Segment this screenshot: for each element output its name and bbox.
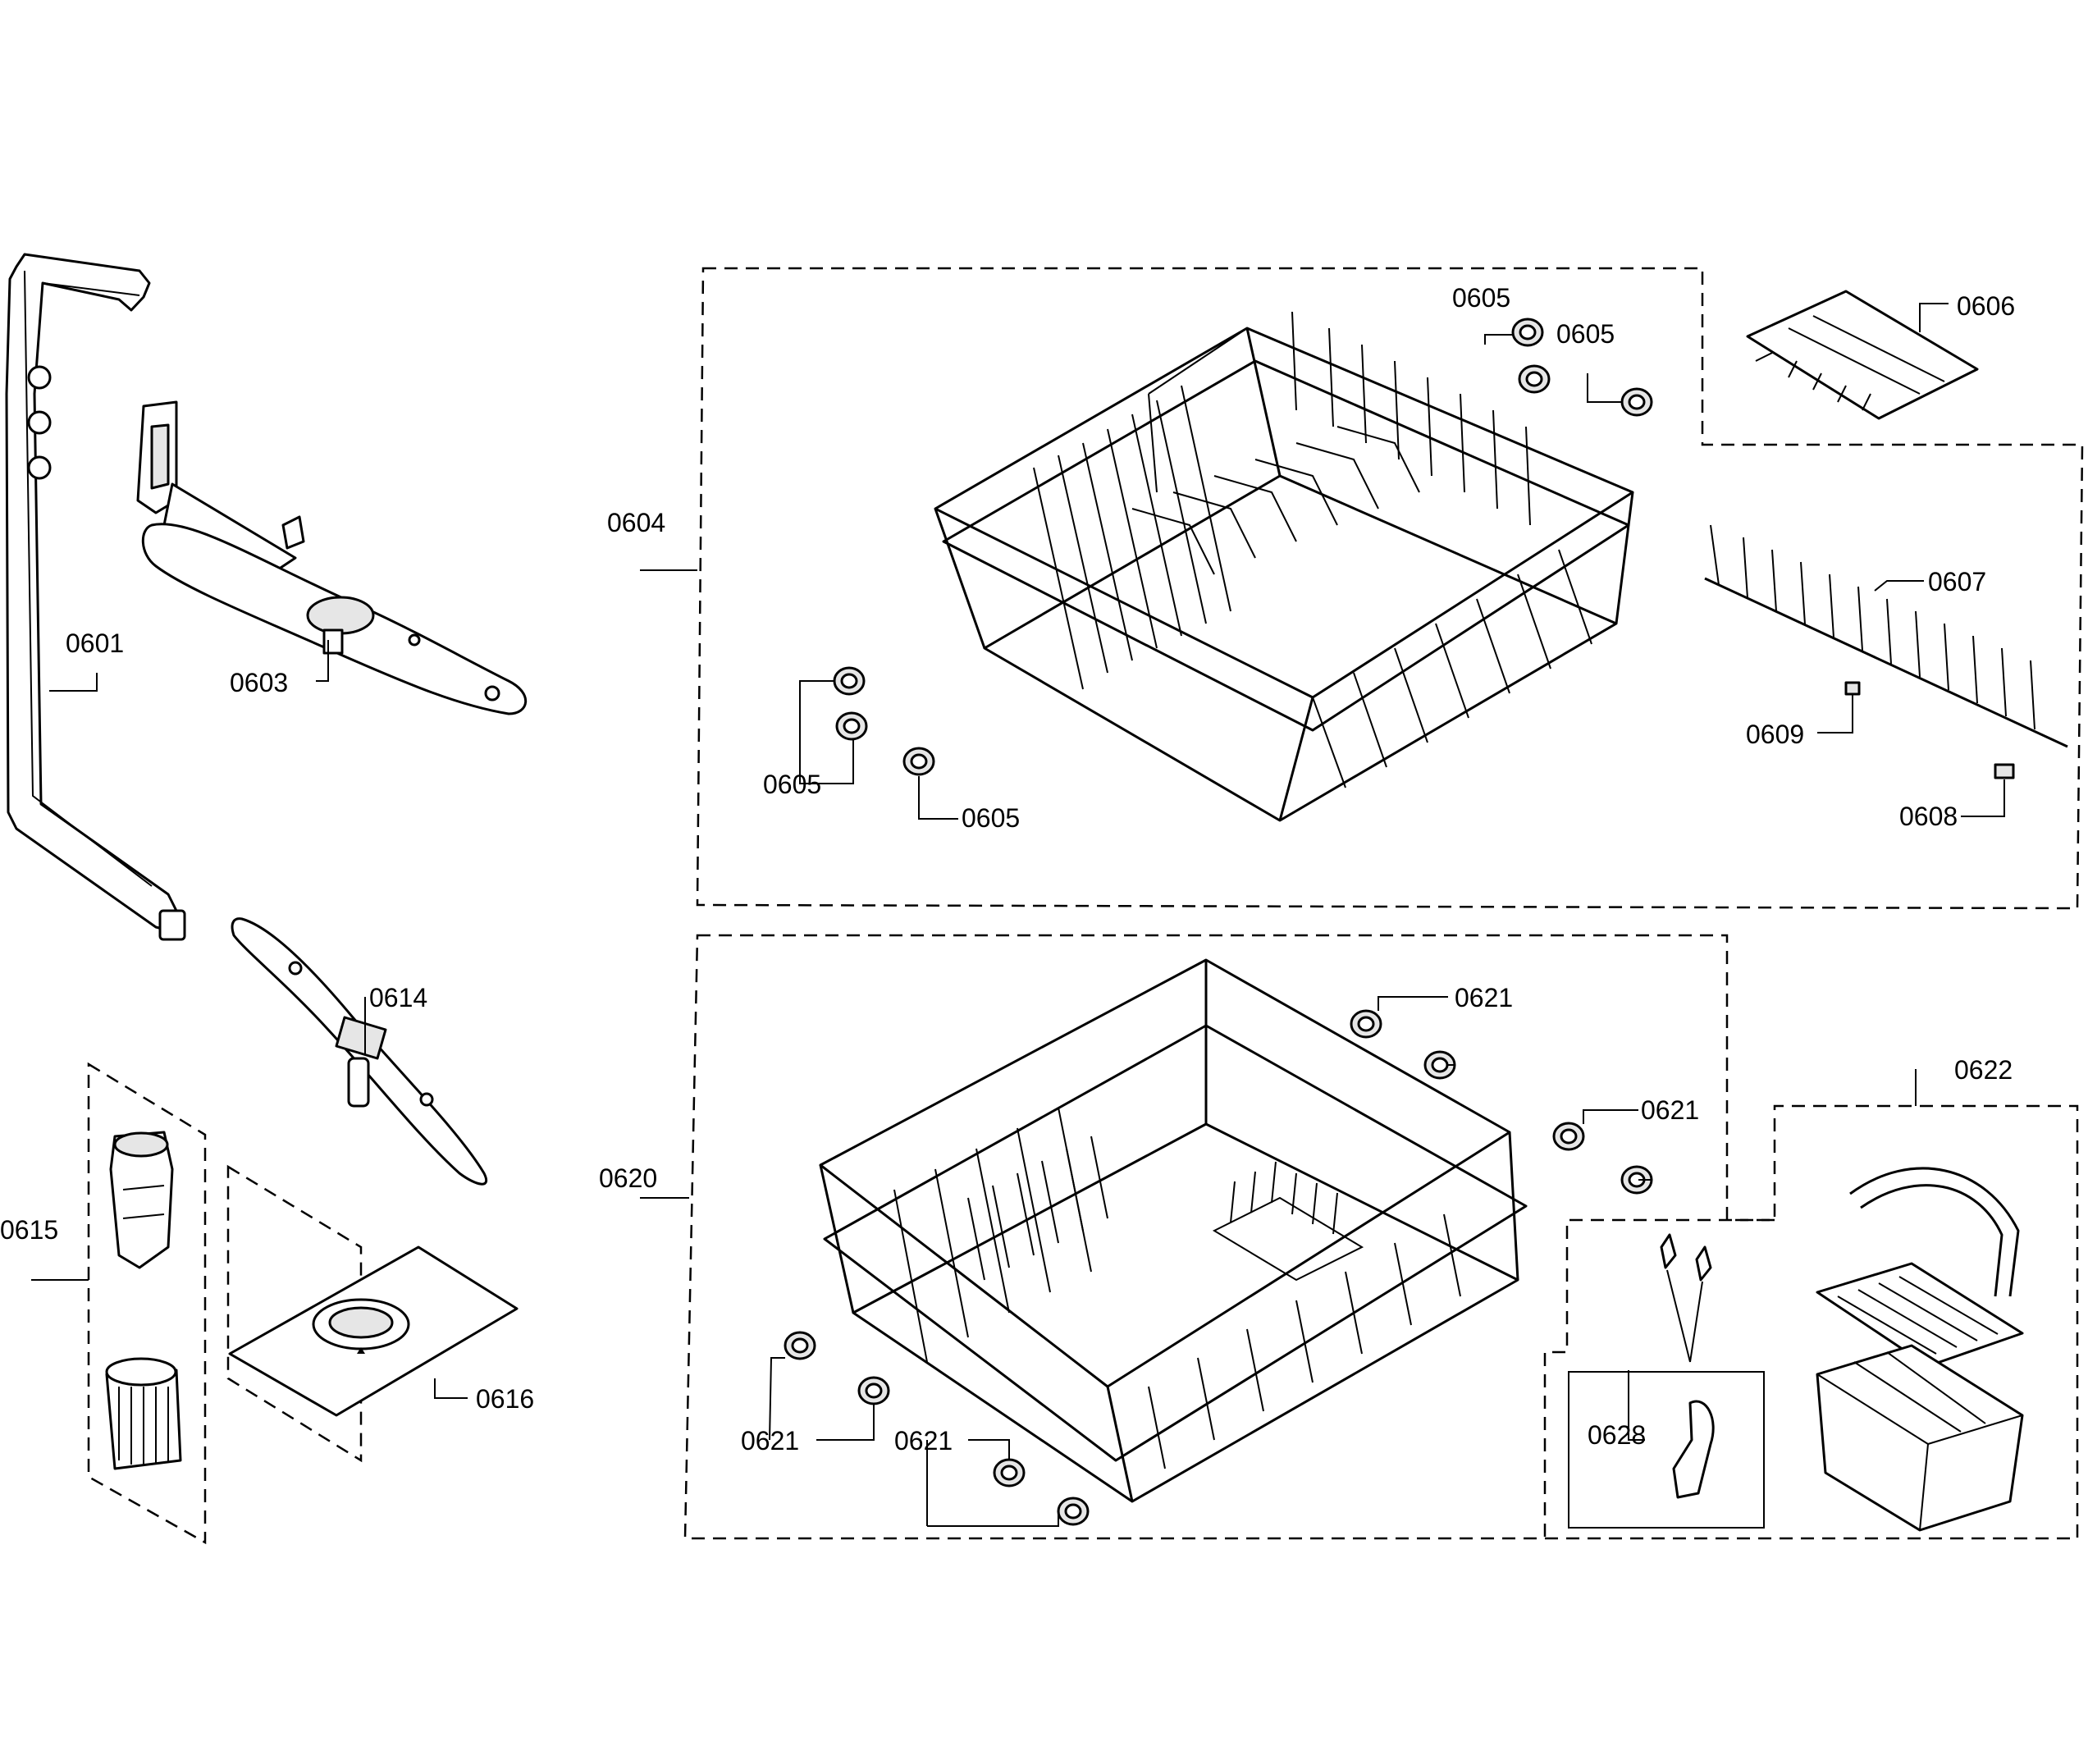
upper-rack-wheel-4: [1511, 318, 1544, 347]
label-0621-lower-left-b: 0621: [894, 1426, 953, 1456]
lower-rack-assembly-boundary: [683, 934, 2079, 1540]
upper-rack-wheel-5: [1518, 364, 1551, 394]
label-0615: 0615: [0, 1215, 58, 1245]
upper-rack-wheel-3: [902, 747, 935, 776]
upper-rack-wheel-1: [833, 666, 866, 696]
upper-rack: [934, 311, 1634, 822]
upper-rack-wheel-6: [1620, 387, 1653, 417]
tine-clip-0609: [1844, 681, 1861, 696]
label-0605-left-a: 0605: [763, 770, 821, 799]
label-0603: 0603: [230, 668, 288, 697]
folding-tine-row: [1704, 524, 2068, 748]
lower-rack-wheel-3: [993, 1458, 1026, 1488]
label-0609: 0609: [1746, 720, 1804, 749]
filter-plate-boundary: [226, 1164, 363, 1463]
cutlery-basket: [1816, 1167, 2024, 1532]
label-0616: 0616: [476, 1384, 534, 1414]
lower-rack: [819, 958, 1528, 1503]
label-0605-top-b: 0605: [1556, 319, 1615, 349]
cup-shelf: [1746, 290, 1979, 420]
upper-spray-arm: [136, 400, 528, 715]
lower-rack-wheel-7: [1552, 1122, 1585, 1151]
label-0621-lower-left-a: 0621: [741, 1426, 799, 1456]
lower-rack-wheel-4: [1057, 1497, 1090, 1526]
cutlery-basket-boundary: [1543, 1218, 1775, 1538]
label-0621-upper-right-a: 0621: [1455, 983, 1513, 1012]
label-0628: 0628: [1588, 1420, 1646, 1450]
label-0605-left-b: 0605: [962, 803, 1020, 833]
lower-rack-wheel-5: [1350, 1009, 1382, 1039]
label-0620: 0620: [599, 1163, 657, 1193]
label-0601: 0601: [66, 628, 124, 658]
label-0614: 0614: [369, 983, 427, 1012]
basket-clips-inset-box: [1568, 1371, 1765, 1529]
lower-rack-wheel-1: [784, 1331, 816, 1360]
filter-plate: [228, 1245, 519, 1417]
tine-clip-0608: [1994, 763, 2015, 779]
label-0605-top-a: 0605: [1452, 283, 1510, 313]
filter-assembly-boundary: [87, 1062, 207, 1545]
spray-arm-supply-tube: [5, 253, 186, 941]
label-0621-upper-right-b: 0621: [1641, 1095, 1699, 1125]
upper-rack-assembly-boundary: [696, 267, 2084, 910]
basket-clips: [1660, 1233, 1715, 1499]
label-0608: 0608: [1899, 802, 1958, 831]
lower-rack-wheel-6: [1423, 1050, 1456, 1080]
filter-assembly: [105, 1131, 182, 1470]
label-0604: 0604: [607, 508, 665, 537]
lower-rack-wheel-2: [857, 1376, 890, 1405]
label-0607: 0607: [1928, 567, 1986, 596]
upper-rack-wheel-2: [835, 711, 868, 741]
lower-spray-arm: [231, 917, 488, 1186]
leader-lines: [31, 303, 2005, 1527]
label-0622: 0622: [1954, 1055, 2013, 1085]
label-0606: 0606: [1957, 291, 2015, 321]
